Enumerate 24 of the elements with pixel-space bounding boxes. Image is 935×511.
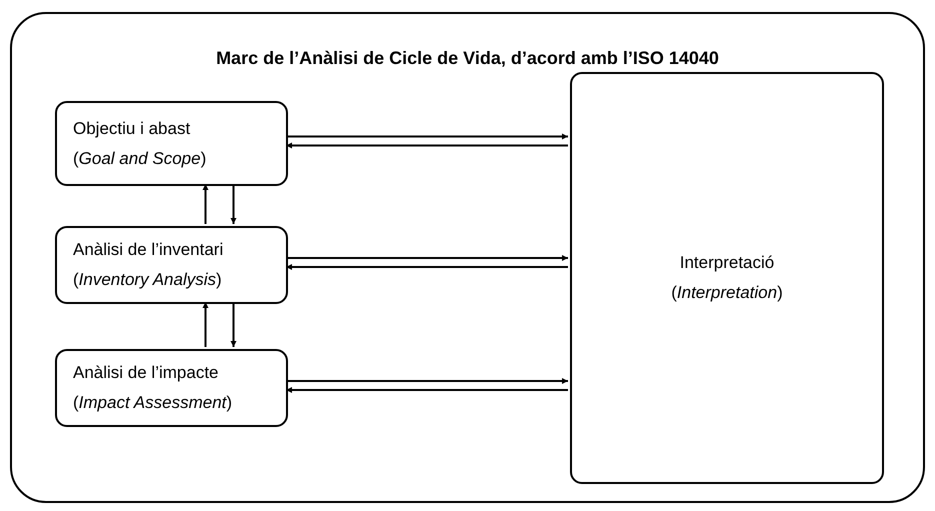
process-box — [570, 72, 884, 484]
arrow — [230, 302, 236, 347]
arrow — [202, 302, 208, 347]
arrow — [230, 184, 236, 224]
arrow — [286, 255, 568, 261]
process-box — [55, 101, 288, 186]
box-subtitle: (Impact Assessment) — [73, 392, 232, 414]
frame-box — [10, 12, 925, 503]
arrow — [286, 264, 568, 270]
arrow — [202, 184, 208, 224]
arrow — [286, 142, 568, 148]
arrow — [286, 378, 568, 384]
box-heading: Anàlisi de l’inventari — [73, 239, 224, 261]
box-subtitle: (Goal and Scope) — [73, 148, 206, 170]
process-box — [55, 349, 288, 427]
process-box — [55, 226, 288, 304]
box-subtitle: (Inventory Analysis) — [73, 269, 222, 291]
arrow — [286, 134, 568, 140]
box-subtitle: (Interpretation) — [671, 282, 783, 304]
box-heading: Objectiu i abast — [73, 118, 190, 140]
box-heading: Interpretació — [680, 252, 774, 274]
frame-heading: Marc de l’Anàlisi de Cicle de Vida, d’acord amb l’ISO 14040 — [216, 47, 719, 70]
arrow — [286, 387, 568, 393]
box-heading: Anàlisi de l’impacte — [73, 362, 219, 384]
